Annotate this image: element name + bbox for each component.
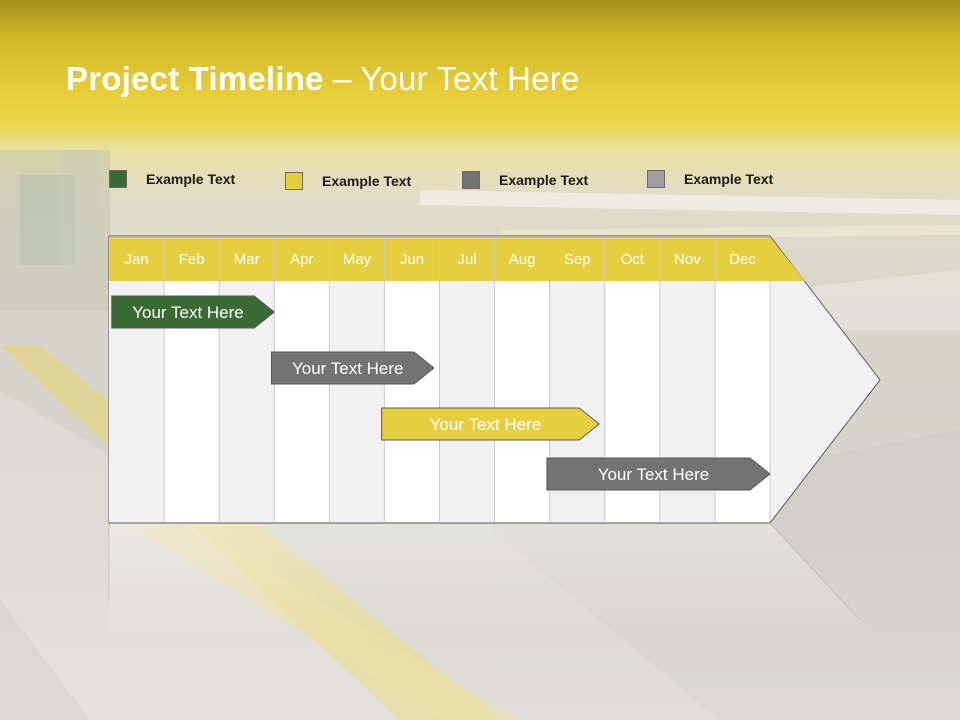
title-bold: Project Timeline	[66, 60, 324, 97]
month-column-aug	[494, 281, 550, 522]
task-bar-shape	[381, 407, 601, 441]
page-title: Project Timeline – Your Text Here	[66, 60, 580, 98]
task-bar: Your Text Here	[381, 407, 601, 441]
legend-label: Example Text	[146, 171, 236, 187]
month-header-mar	[219, 237, 275, 281]
task-bar: Your Text Here	[111, 295, 276, 329]
month-column-jul	[439, 281, 495, 522]
month-label-jan: Jan	[124, 251, 148, 268]
month-column-may	[329, 281, 385, 522]
month-header-aug	[494, 237, 550, 281]
month-label-aug: Aug	[509, 251, 536, 268]
month-label-jul: Jul	[457, 251, 476, 268]
legend-item: Example Text	[109, 170, 235, 188]
title-rest: – Your Text Here	[323, 60, 580, 97]
month-label-dec: Dec	[729, 251, 756, 268]
month-label-apr: Apr	[290, 251, 313, 268]
month-header-feb	[164, 237, 220, 281]
task-bar: Your Text Here	[546, 457, 771, 491]
month-header-apr	[274, 237, 330, 281]
month-label-oct: Oct	[621, 251, 645, 268]
legend-swatch	[647, 170, 665, 188]
month-header-jan	[109, 237, 165, 281]
month-label-feb: Feb	[179, 251, 205, 268]
task-bar-shape	[270, 351, 435, 385]
month-label-jun: Jun	[400, 251, 424, 268]
task-bar-label: Your Text Here	[132, 303, 244, 322]
month-labels: Jan Feb Mar Apr May Jun Jul Aug Sep Oct Nov Dec	[124, 251, 756, 268]
task-bar-shape	[546, 457, 771, 491]
legend-swatch	[109, 170, 127, 188]
legend-swatch	[285, 172, 303, 190]
month-header-oct	[604, 237, 660, 281]
task-bar-shape	[111, 295, 276, 329]
legend-item: Example Text	[462, 171, 588, 189]
legend-item: Example Text	[285, 172, 411, 190]
legend-label: Example Text	[684, 171, 774, 187]
month-header-sep	[549, 237, 605, 281]
legend-label: Example Text	[499, 172, 589, 188]
legend-label: Example Text	[322, 173, 412, 189]
legend-swatch	[462, 171, 480, 189]
month-column-apr	[274, 281, 330, 522]
task-bar-label: Your Text Here	[598, 465, 710, 484]
month-label-sep: Sep	[564, 251, 591, 268]
month-label-may: May	[343, 251, 372, 268]
month-header-may	[329, 237, 385, 281]
task-bar-label: Your Text Here	[292, 359, 404, 378]
month-header-dec	[714, 237, 770, 281]
month-label-nov: Nov	[674, 251, 701, 268]
legend-item: Example Text	[647, 170, 773, 188]
timeline-reflection	[109, 523, 880, 640]
month-column-jun	[384, 281, 440, 522]
task-bar-label: Your Text Here	[430, 415, 542, 434]
month-header-jun	[384, 237, 440, 281]
month-header-jul	[439, 237, 495, 281]
month-header-nov	[659, 237, 715, 281]
month-label-mar: Mar	[234, 251, 260, 268]
task-bar: Your Text Here	[270, 351, 435, 385]
header-arrow-tip	[770, 237, 805, 281]
